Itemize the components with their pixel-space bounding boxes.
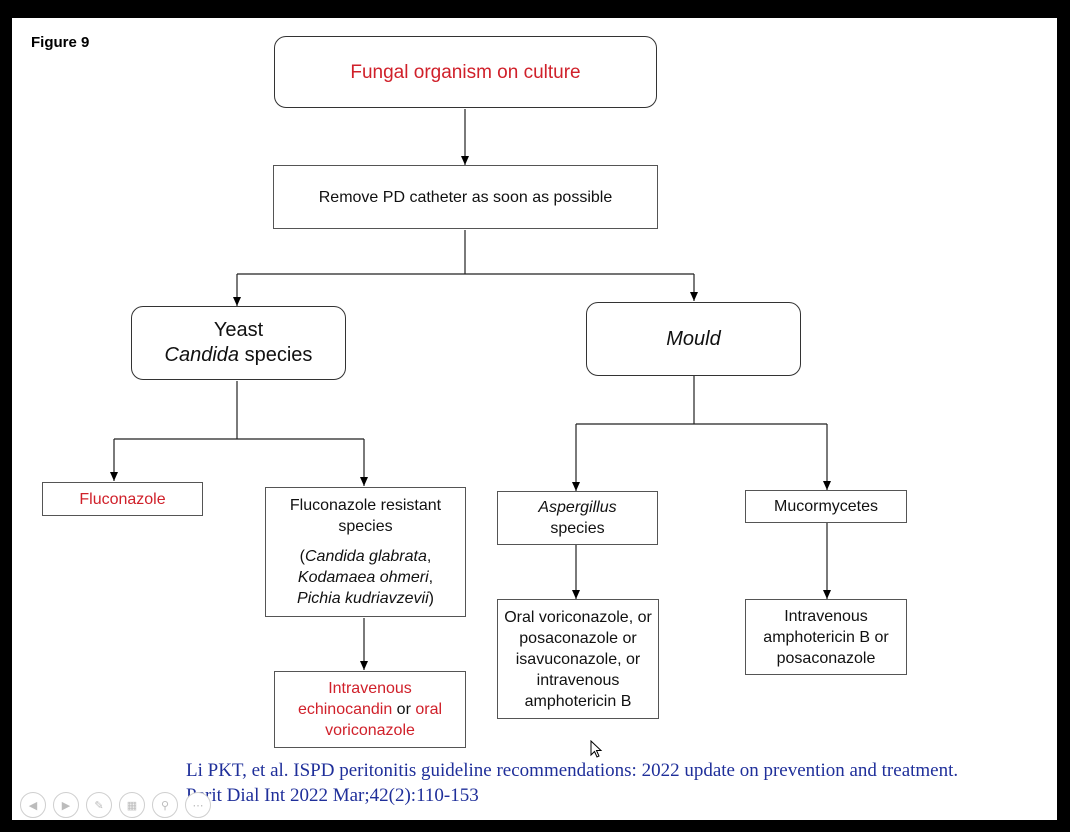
slides-icon[interactable]: ▦ <box>119 792 145 818</box>
node-aspergillus-species: species <box>550 520 605 537</box>
node-fluconazole: Fluconazole <box>42 482 203 516</box>
species-sep-1: , <box>426 548 432 565</box>
citation: Li PKT, et al. ISPD peritonitis guidelin… <box>186 758 958 808</box>
citation-line-2: Perit Dial Int 2022 Mar;42(2):110-153 <box>186 785 479 806</box>
node-yeast: Yeast Candida species <box>131 306 346 380</box>
species-close-paren: ) <box>428 590 434 607</box>
node-echinocandin-red-1: Intravenous echinocandin <box>297 680 412 718</box>
node-mould: Mould <box>586 302 801 376</box>
node-yeast-species: species <box>239 344 313 366</box>
node-yeast-title: Yeast <box>213 319 264 341</box>
node-echinocandin-or: or <box>392 701 416 718</box>
species-kodamaea-ohmeri: Kodamaea ohmeri <box>297 569 429 586</box>
node-yeast-genus: Candida <box>164 344 240 366</box>
slide-canvas: Figure 9 Fungal organism on cu <box>12 18 1057 820</box>
mouse-cursor-icon <box>590 740 603 758</box>
figure-label: Figure 9 <box>31 34 90 51</box>
species-pichia-kudriavzevii: Pichia kudriavzevii <box>297 590 429 607</box>
node-iv-amphotericin: Intravenous amphotericin B or posaconazo… <box>745 599 907 675</box>
node-mucormycetes: Mucormycetes <box>745 490 907 523</box>
zoom-icon[interactable]: ⚲ <box>152 792 178 818</box>
node-mucormycetes-text: Mucormycetes <box>773 498 879 515</box>
node-fungal-organism-text: Fungal organism on culture <box>350 61 581 83</box>
flowchart-connectors <box>110 109 831 670</box>
node-iv-amphotericin-text: Intravenous amphotericin B or posaconazo… <box>763 607 889 667</box>
node-aspergillus-genus: Aspergillus <box>538 499 617 516</box>
node-oral-voriconazole-text: Oral voriconazole, or posaconazole or is… <box>504 608 652 710</box>
node-oral-voriconazole: Oral voriconazole, or posaconazole or is… <box>497 599 659 719</box>
node-remove-catheter: Remove PD catheter as soon as possible <box>273 165 658 229</box>
more-icon[interactable]: ⋯ <box>185 792 211 818</box>
species-sep-2: , <box>428 569 434 586</box>
node-aspergillus: Aspergillus species <box>497 491 658 545</box>
node-fluconazole-resistant: Fluconazole resistant species (Candida g… <box>265 487 466 617</box>
species-candida-glabrata: Candida glabrata <box>305 548 427 565</box>
node-echinocandin: Intravenous echinocandin or oral voricon… <box>274 671 466 748</box>
node-mould-text: Mould <box>666 327 721 350</box>
node-remove-catheter-text: Remove PD catheter as soon as possible <box>318 188 613 206</box>
next-icon[interactable]: ▶ <box>53 792 79 818</box>
node-fluconazole-text: Fluconazole <box>79 490 166 508</box>
prev-icon[interactable]: ◀ <box>20 792 46 818</box>
citation-line-1: Li PKT, et al. ISPD peritonitis guidelin… <box>186 760 959 781</box>
node-fluconazole-resistant-title: Fluconazole resistant species <box>289 497 442 535</box>
pen-icon[interactable]: ✎ <box>86 792 112 818</box>
node-fungal-organism: Fungal organism on culture <box>274 36 657 108</box>
node-echinocandin-red-2: oral voriconazole <box>325 701 443 739</box>
slideshow-toolbar: ◀ ▶ ✎ ▦ ⚲ ⋯ <box>20 792 211 818</box>
species-open-paren: ( <box>299 548 305 565</box>
